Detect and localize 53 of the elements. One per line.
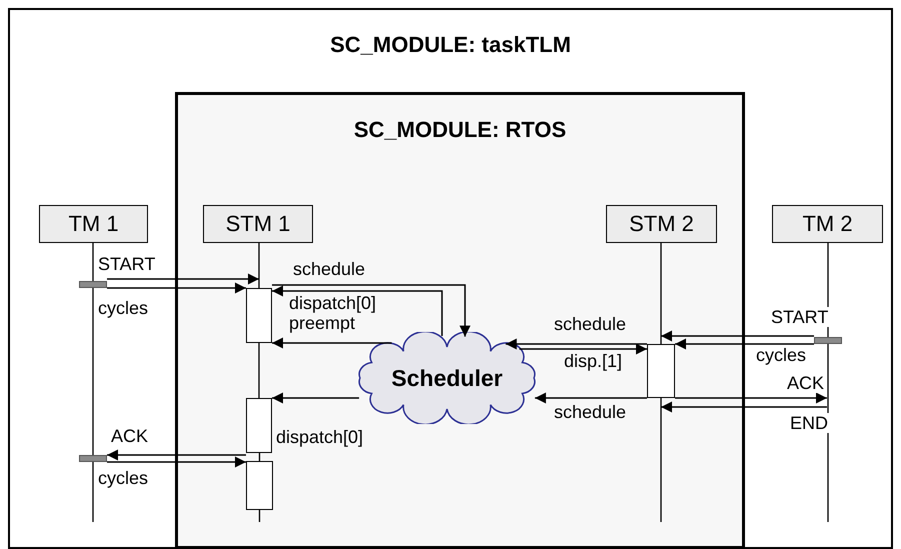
- lifeline-name: TM 2: [801, 211, 854, 237]
- edge-label: cycles: [97, 298, 150, 318]
- message-arrow: [534, 392, 647, 404]
- activation-bar: [246, 288, 272, 343]
- lifeline: [258, 343, 260, 398]
- edge-label: ACK: [786, 373, 826, 393]
- lifeline: [827, 344, 829, 522]
- edge-label: dispatch[0]: [288, 293, 378, 313]
- lifeline: [92, 462, 94, 522]
- activation-bar: [246, 461, 273, 510]
- module-frame: [175, 92, 745, 549]
- lifeline-header: [203, 205, 313, 243]
- lifeline-header: [39, 205, 148, 243]
- message-arrow: [661, 330, 814, 342]
- lifeline: [660, 398, 662, 522]
- module-frame: [8, 8, 893, 549]
- activation-bar: [647, 344, 675, 398]
- lifeline-name: STM 2: [628, 211, 695, 237]
- message-arrow: [107, 274, 259, 284]
- edge-label: disp.[1]: [563, 351, 624, 371]
- lifeline-header: [772, 205, 883, 243]
- edge-label: dispatch[0]: [275, 427, 364, 447]
- signal-bar: [79, 455, 107, 462]
- edge-label: cycles: [755, 345, 808, 365]
- edge-label: START: [770, 307, 830, 327]
- lifeline-header: [606, 205, 717, 243]
- message-arrow: [272, 284, 470, 337]
- edge-label: cycles: [97, 468, 150, 488]
- lifeline: [92, 243, 94, 281]
- message-arrow: [272, 338, 392, 348]
- message-arrow: [107, 456, 246, 468]
- message-arrow: [272, 392, 360, 404]
- message-arrow: [519, 344, 647, 354]
- cloud-label: Scheduler: [390, 365, 504, 392]
- message-arrow: [661, 402, 827, 412]
- lifeline: [660, 243, 662, 344]
- message-arrow: [675, 392, 827, 404]
- lifeline-name: TM 1: [67, 211, 120, 237]
- message-arrow: [675, 338, 814, 350]
- signal-bar: [814, 337, 842, 344]
- lifeline: [258, 510, 260, 522]
- lifeline-name: STM 1: [224, 211, 292, 237]
- module-title: SC_MODULE: RTOS: [352, 117, 568, 143]
- message-arrow: [506, 338, 647, 350]
- lifeline: [258, 243, 260, 288]
- message-arrow: [272, 286, 443, 336]
- message-arrow: [107, 450, 246, 460]
- activation-bar: [246, 398, 272, 453]
- module-title: SC_MODULE: taskTLM: [329, 32, 572, 58]
- edge-label: END: [789, 413, 830, 433]
- lifeline: [92, 288, 94, 455]
- message-arrow: [107, 282, 246, 294]
- signal-bar: [79, 281, 107, 288]
